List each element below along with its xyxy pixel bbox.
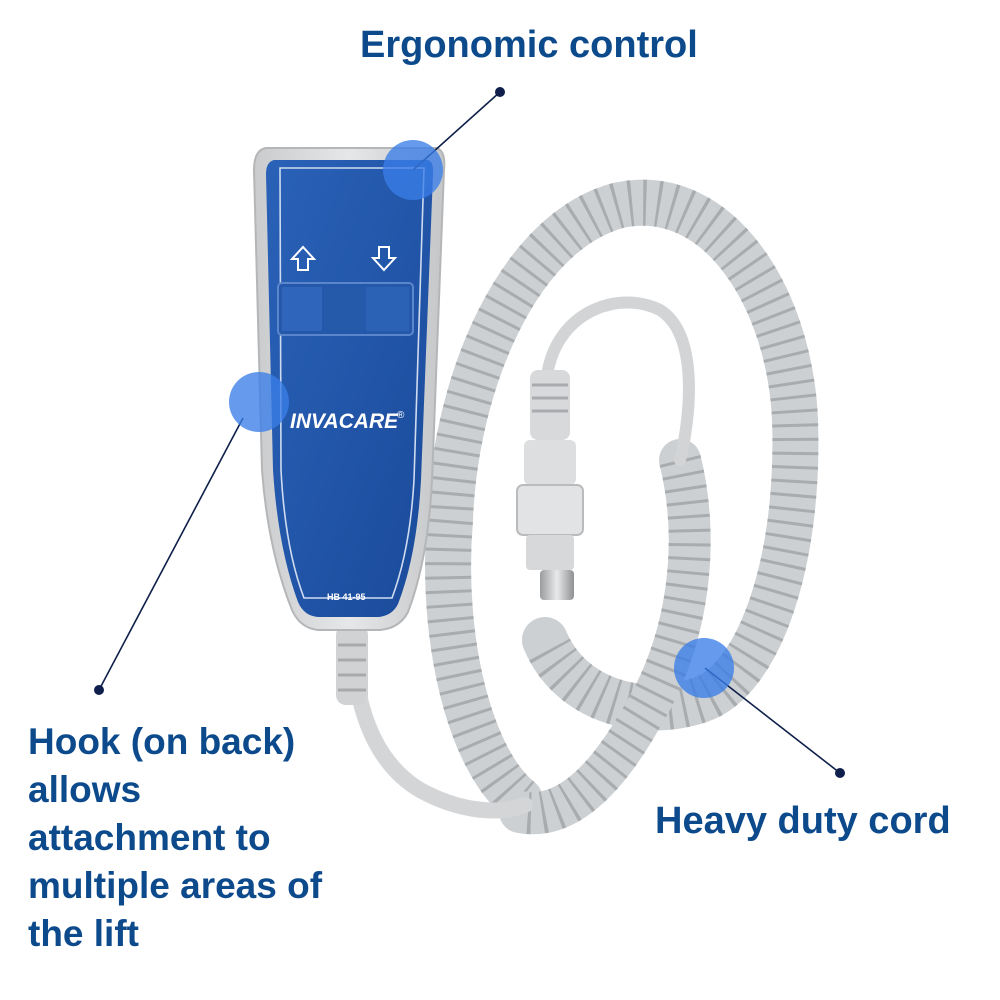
- connector-plug: [516, 370, 584, 600]
- brand-logo: INVACARE: [290, 410, 399, 433]
- coiled-cord: [425, 179, 819, 835]
- callout-ergonomic-control: Ergonomic control: [360, 24, 698, 66]
- hotspot-ergonomic-control[interactable]: [383, 140, 443, 200]
- callout-hook: Hook (on back) allows attachment to mult…: [28, 721, 323, 954]
- rocker-button[interactable]: [277, 282, 414, 336]
- brand-registered-mark: ®: [397, 410, 405, 421]
- callout-heavy-duty-cord: Heavy duty cord: [655, 800, 951, 842]
- handset: INVACARE ® HB 41-95: [252, 147, 446, 631]
- leader-dots: [94, 87, 845, 778]
- model-number: HB 41-95: [327, 592, 366, 602]
- thin-cord: [542, 296, 695, 466]
- strain-relief: [336, 625, 368, 705]
- down-arrow-icon: [370, 246, 398, 272]
- up-arrow-icon: [289, 245, 317, 271]
- hotspot-hook[interactable]: [229, 372, 289, 432]
- hotspot-heavy-duty-cord[interactable]: [674, 638, 734, 698]
- blue-panel: [266, 160, 434, 617]
